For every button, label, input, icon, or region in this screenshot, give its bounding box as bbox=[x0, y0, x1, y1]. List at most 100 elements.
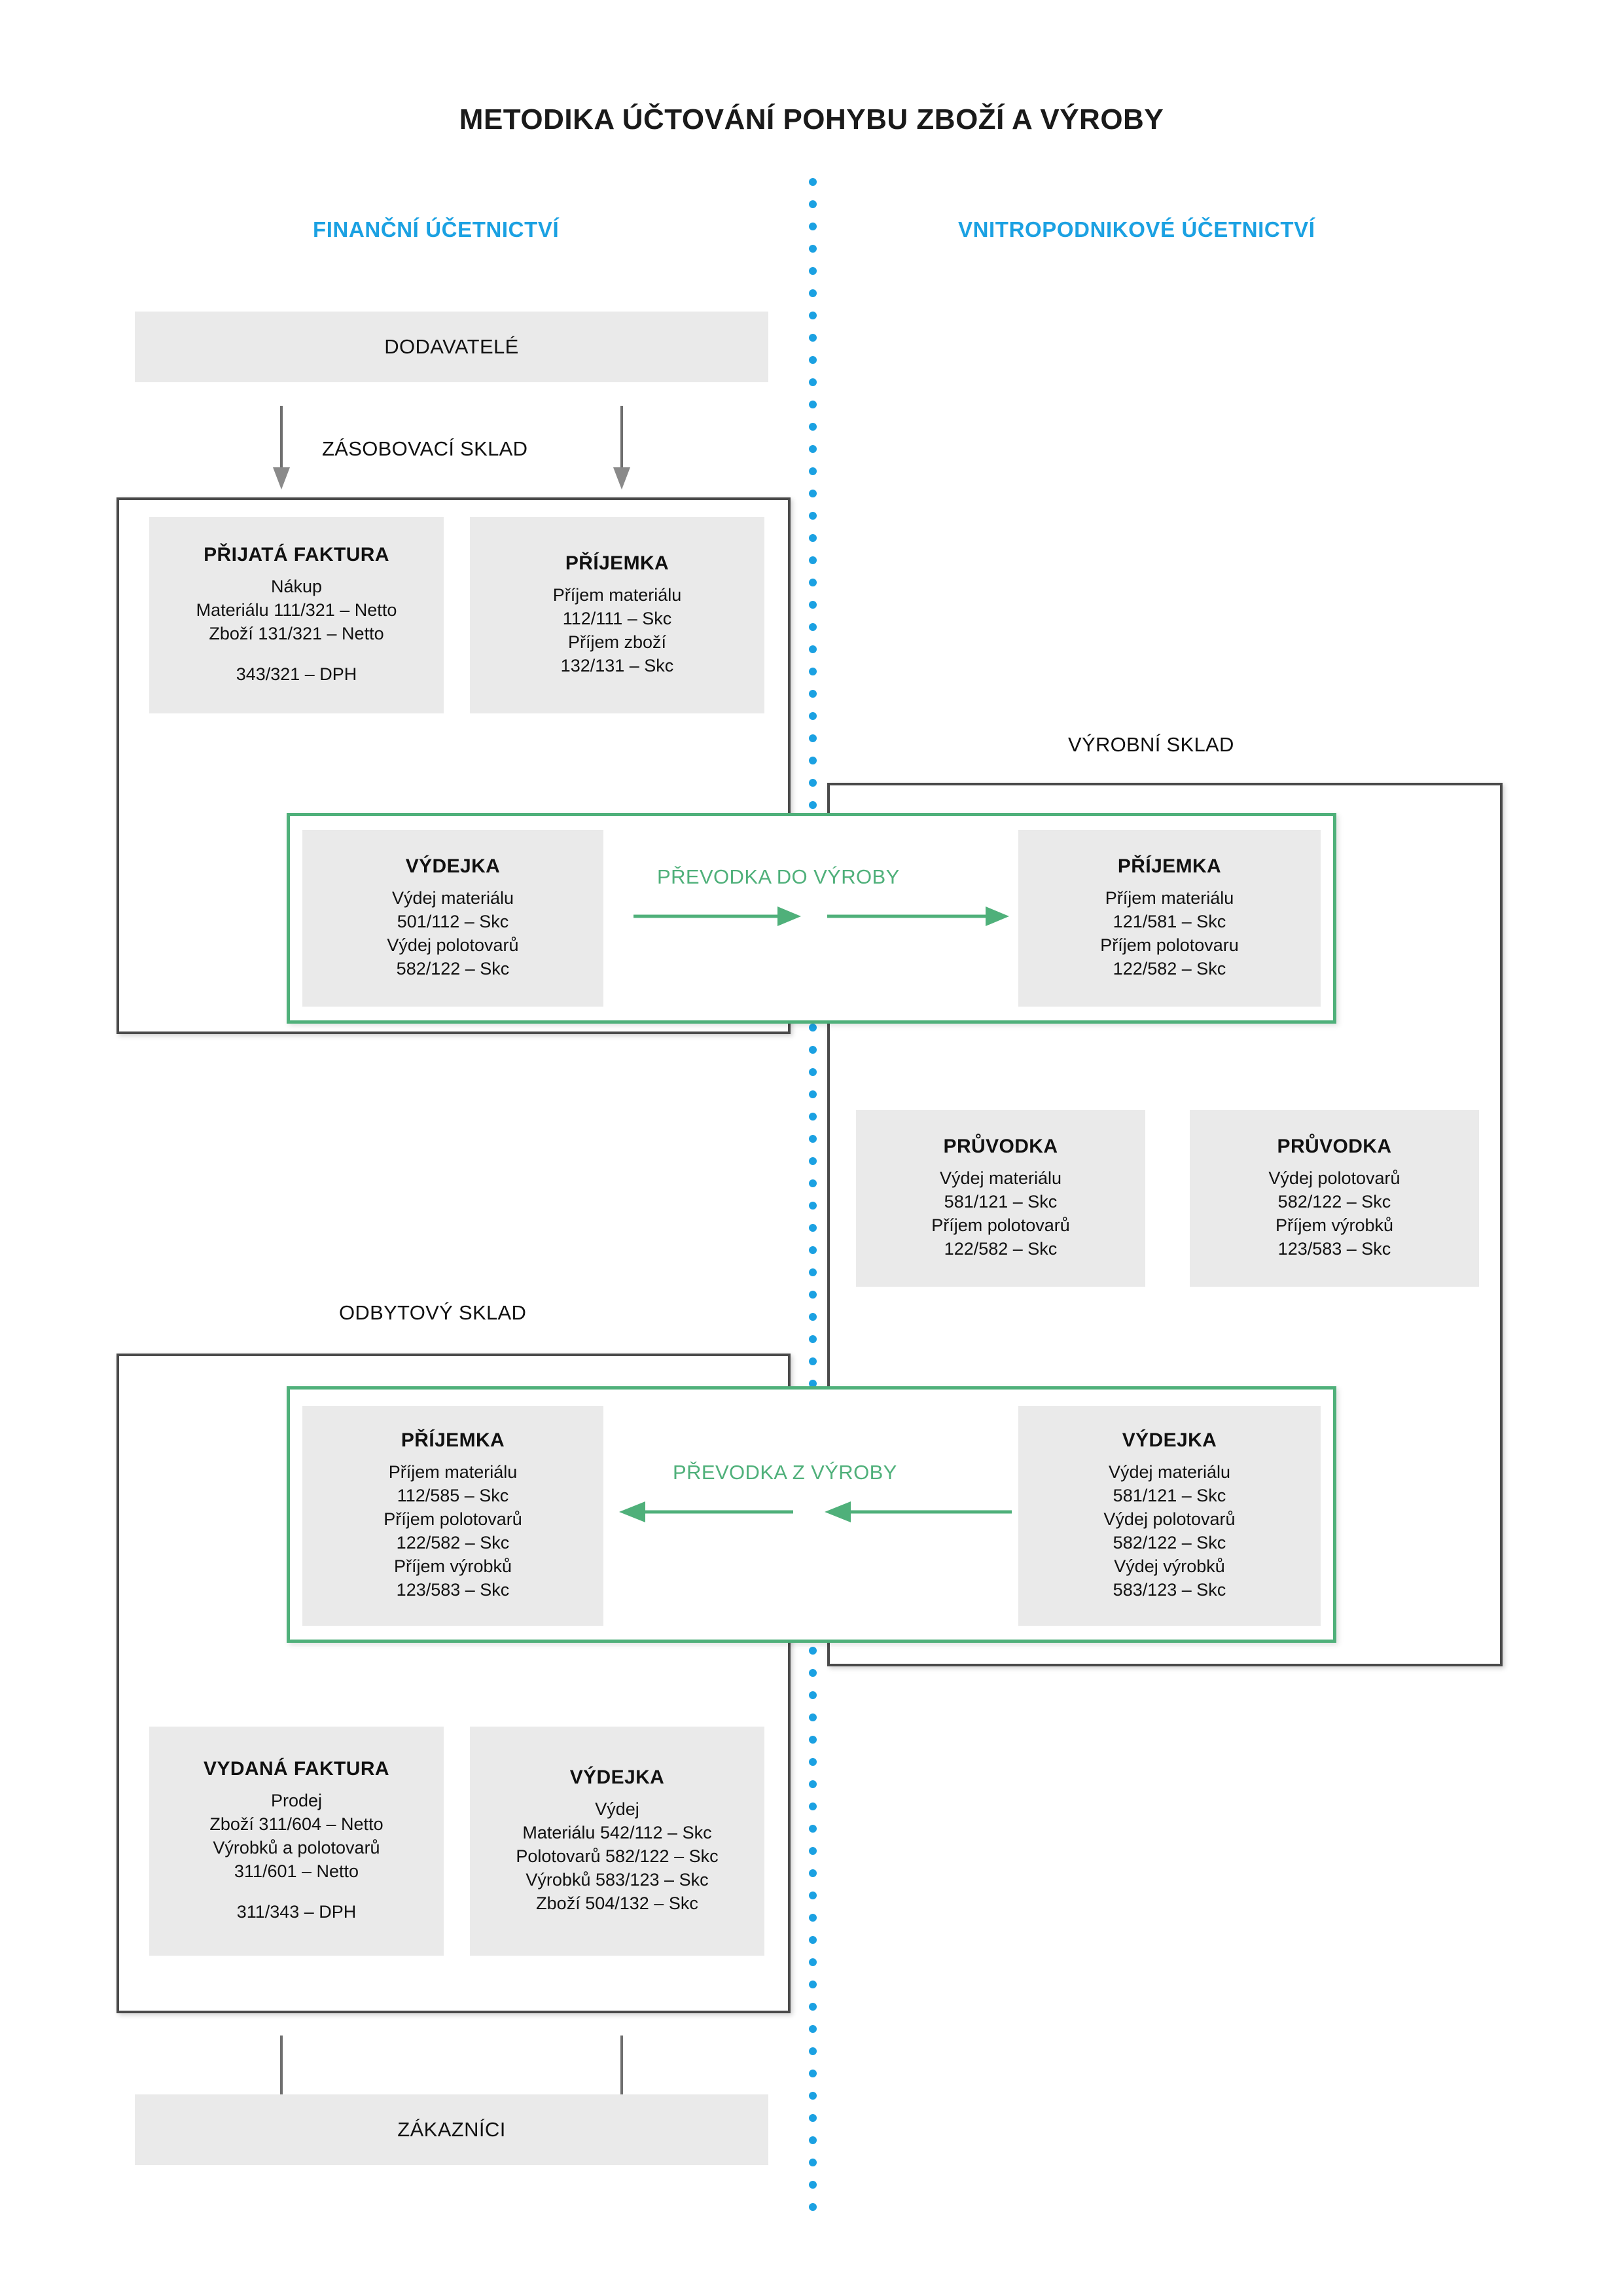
divider-dot bbox=[809, 289, 817, 297]
divider-dot bbox=[809, 223, 817, 230]
divider-dot bbox=[809, 2203, 817, 2211]
divider-dot bbox=[809, 1669, 817, 1677]
divider-dot bbox=[809, 1803, 817, 1810]
arrow-from-production-left bbox=[619, 1501, 793, 1522]
arrow-suppliers-to-receipt bbox=[613, 406, 630, 490]
divider-dot bbox=[809, 1313, 817, 1321]
card-prijata-faktura: PŘIJATÁ FAKTURA Nákup Materiálu 111/321 … bbox=[149, 517, 444, 713]
card-prijemka-zasobovaci: PŘÍJEMKA Příjem materiálu 112/111 – Skc … bbox=[470, 517, 764, 713]
card-line: Příjem výrobků bbox=[1275, 1215, 1394, 1235]
divider-dot bbox=[809, 534, 817, 542]
card-title: PRŮVODKA bbox=[1277, 1136, 1392, 1158]
divider-dot bbox=[809, 645, 817, 653]
card-title: VÝDEJKA bbox=[1122, 1429, 1217, 1452]
card-title: PŘÍJEMKA bbox=[565, 552, 669, 575]
customers-label: ZÁKAZNÍCI bbox=[397, 2118, 506, 2141]
divider-dot bbox=[809, 1713, 817, 1721]
warehouse-sales-outline bbox=[116, 1354, 791, 2013]
card-line: 123/583 – Skc bbox=[1277, 1238, 1391, 1259]
divider-dot bbox=[809, 712, 817, 720]
divider-dot bbox=[809, 1736, 817, 1744]
card-title: PŘIJATÁ FAKTURA bbox=[204, 544, 389, 566]
card-vydejka-do-vyroby: VÝDEJKA Výdej materiálu 501/112 – Skc Vý… bbox=[302, 830, 603, 1007]
divider-dot bbox=[809, 668, 817, 675]
card-line: Příjem zboží bbox=[567, 632, 667, 652]
divider-dot bbox=[809, 1758, 817, 1766]
card-vydejka-z-vyroby: VÝDEJKA Výdej materiálu 581/121 – Skc Vý… bbox=[1018, 1406, 1321, 1626]
column-title-financial: FINANČNÍ ÚČETNICTVÍ bbox=[313, 217, 560, 242]
divider-dot bbox=[809, 623, 817, 631]
label-zasobovaci-sklad: ZÁSOBOVACÍ SKLAD bbox=[322, 437, 528, 460]
card-line: Příjem materiálu bbox=[388, 1462, 518, 1482]
divider-dot bbox=[809, 1936, 817, 1944]
divider-dot bbox=[809, 1647, 817, 1655]
card-line: Prodej bbox=[270, 1791, 323, 1811]
divider-dot bbox=[809, 1981, 817, 1988]
card-line: 581/121 – Skc bbox=[1113, 1486, 1226, 1506]
divider-dot bbox=[809, 601, 817, 609]
arrow-to-production-left bbox=[633, 906, 801, 926]
card-line: Výdej bbox=[595, 1799, 639, 1820]
divider-dot bbox=[809, 1291, 817, 1299]
card-line: 311/601 – Netto bbox=[234, 1861, 359, 1881]
divider-dot bbox=[809, 1246, 817, 1254]
card-line: 501/112 – Skc bbox=[397, 912, 509, 932]
vertical-dotted-divider bbox=[809, 178, 817, 2225]
card-line: 122/582 – Skc bbox=[1113, 958, 1226, 978]
divider-dot bbox=[809, 1268, 817, 1276]
card-line: Výdej materiálu bbox=[939, 1168, 1062, 1189]
divider-dot bbox=[809, 445, 817, 453]
divider-dot bbox=[809, 1135, 817, 1143]
divider-dot bbox=[809, 178, 817, 186]
divider-dot bbox=[809, 1914, 817, 1922]
divider-dot bbox=[809, 2181, 817, 2189]
divider-dot bbox=[809, 490, 817, 497]
divider-dot bbox=[809, 690, 817, 698]
divider-dot bbox=[809, 579, 817, 586]
label-vyrobni-sklad: VÝROBNÍ SKLAD bbox=[1068, 733, 1234, 756]
divider-dot bbox=[809, 2047, 817, 2055]
card-line: 311/343 – DPH bbox=[236, 1901, 357, 1922]
divider-dot bbox=[809, 1958, 817, 1966]
divider-dot bbox=[809, 1357, 817, 1365]
card-line: Výdej polotovarů bbox=[1268, 1168, 1400, 1189]
divider-dot bbox=[809, 779, 817, 787]
card-line: 581/121 – Skc bbox=[944, 1192, 1058, 1212]
card-line: Polotovarů 582/122 – Skc bbox=[516, 1846, 719, 1867]
divider-dot bbox=[809, 1691, 817, 1699]
divider-dot bbox=[809, 334, 817, 342]
card-line: 112/111 – Skc bbox=[562, 609, 672, 629]
divider-dot bbox=[809, 1024, 817, 1031]
card-title: VÝDEJKA bbox=[569, 1767, 665, 1789]
card-prijemka-odbytovy: PŘÍJEMKA Příjem materiálu 112/585 – Skc … bbox=[302, 1406, 603, 1626]
card-line: 343/321 – DPH bbox=[236, 664, 357, 684]
card-line: Výdej polotovarů bbox=[387, 935, 519, 955]
transfer-label-to-production: PŘEVODKA DO VÝROBY bbox=[657, 865, 900, 888]
card-line: Výdej materiálu bbox=[391, 888, 514, 908]
divider-dot bbox=[809, 378, 817, 386]
divider-dot bbox=[809, 401, 817, 408]
card-line: Materiálu 111/321 – Netto bbox=[196, 600, 397, 620]
divider-dot bbox=[809, 1046, 817, 1054]
divider-dot bbox=[809, 757, 817, 764]
divider-dot bbox=[809, 1224, 817, 1232]
divider-dot bbox=[809, 2070, 817, 2077]
divider-dot bbox=[809, 245, 817, 253]
card-prijemka-vyrobni: PŘÍJEMKA Příjem materiálu 121/581 – Skc … bbox=[1018, 830, 1321, 1007]
card-line: Příjem materiálu bbox=[552, 585, 682, 605]
card-line: Příjem materiálu bbox=[1105, 888, 1234, 908]
divider-dot bbox=[809, 801, 817, 809]
card-title: VÝDEJKA bbox=[405, 855, 501, 878]
divider-dot bbox=[809, 2003, 817, 2011]
divider-dot bbox=[809, 1113, 817, 1121]
card-line: Výdej materiálu bbox=[1108, 1462, 1231, 1482]
card-pruvodka-polotovary: PRŮVODKA Výdej polotovarů 582/122 – Skc … bbox=[1190, 1110, 1479, 1287]
card-line: Nákup bbox=[270, 577, 323, 597]
divider-dot bbox=[809, 2025, 817, 2033]
card-line: 112/585 – Skc bbox=[397, 1486, 509, 1506]
divider-dot bbox=[809, 734, 817, 742]
card-line: 121/581 – Skc bbox=[1113, 912, 1226, 932]
card-line: 582/122 – Skc bbox=[1113, 1533, 1226, 1552]
warehouse-production-outline bbox=[827, 783, 1503, 1666]
